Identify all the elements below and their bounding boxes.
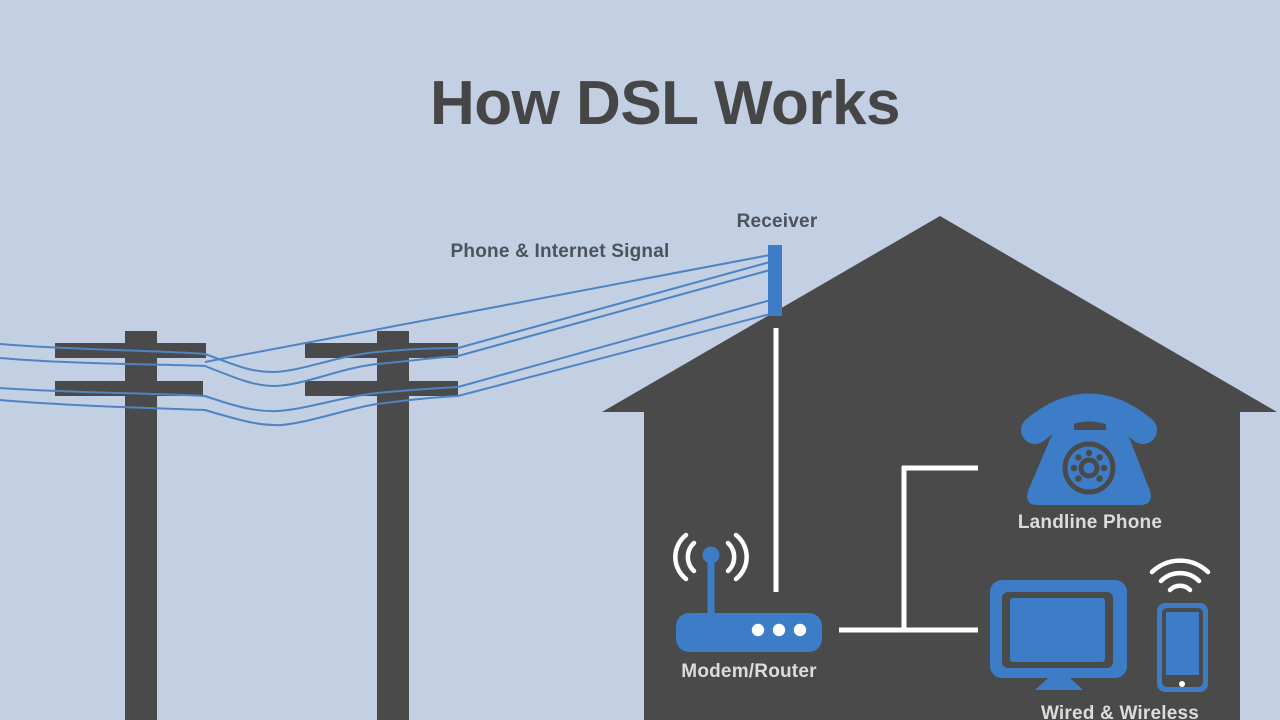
telephone-pole-left-icon — [55, 331, 206, 720]
wifi-waves-icon — [673, 532, 749, 582]
page-title: How DSL Works — [429, 68, 901, 138]
desktop-monitor-icon — [990, 580, 1127, 690]
modem-router-icon — [673, 532, 822, 652]
devices-label: Wired & Wireless — [1040, 703, 1200, 720]
wifi-signal-icon — [1149, 558, 1211, 593]
receiver-antenna-icon — [768, 245, 782, 316]
phone-wire-lines — [0, 254, 775, 427]
telephone-pole-right-icon — [305, 331, 458, 720]
landline-label: Landline Phone — [1017, 512, 1163, 533]
modem-label: Modem/Router — [681, 661, 817, 682]
receiver-label: Receiver — [736, 211, 818, 232]
connection-lines — [773, 328, 978, 633]
smartphone-icon — [1149, 558, 1211, 692]
rotary-phone-icon — [1021, 393, 1157, 505]
signal-label: Phone & Internet Signal — [450, 241, 670, 262]
